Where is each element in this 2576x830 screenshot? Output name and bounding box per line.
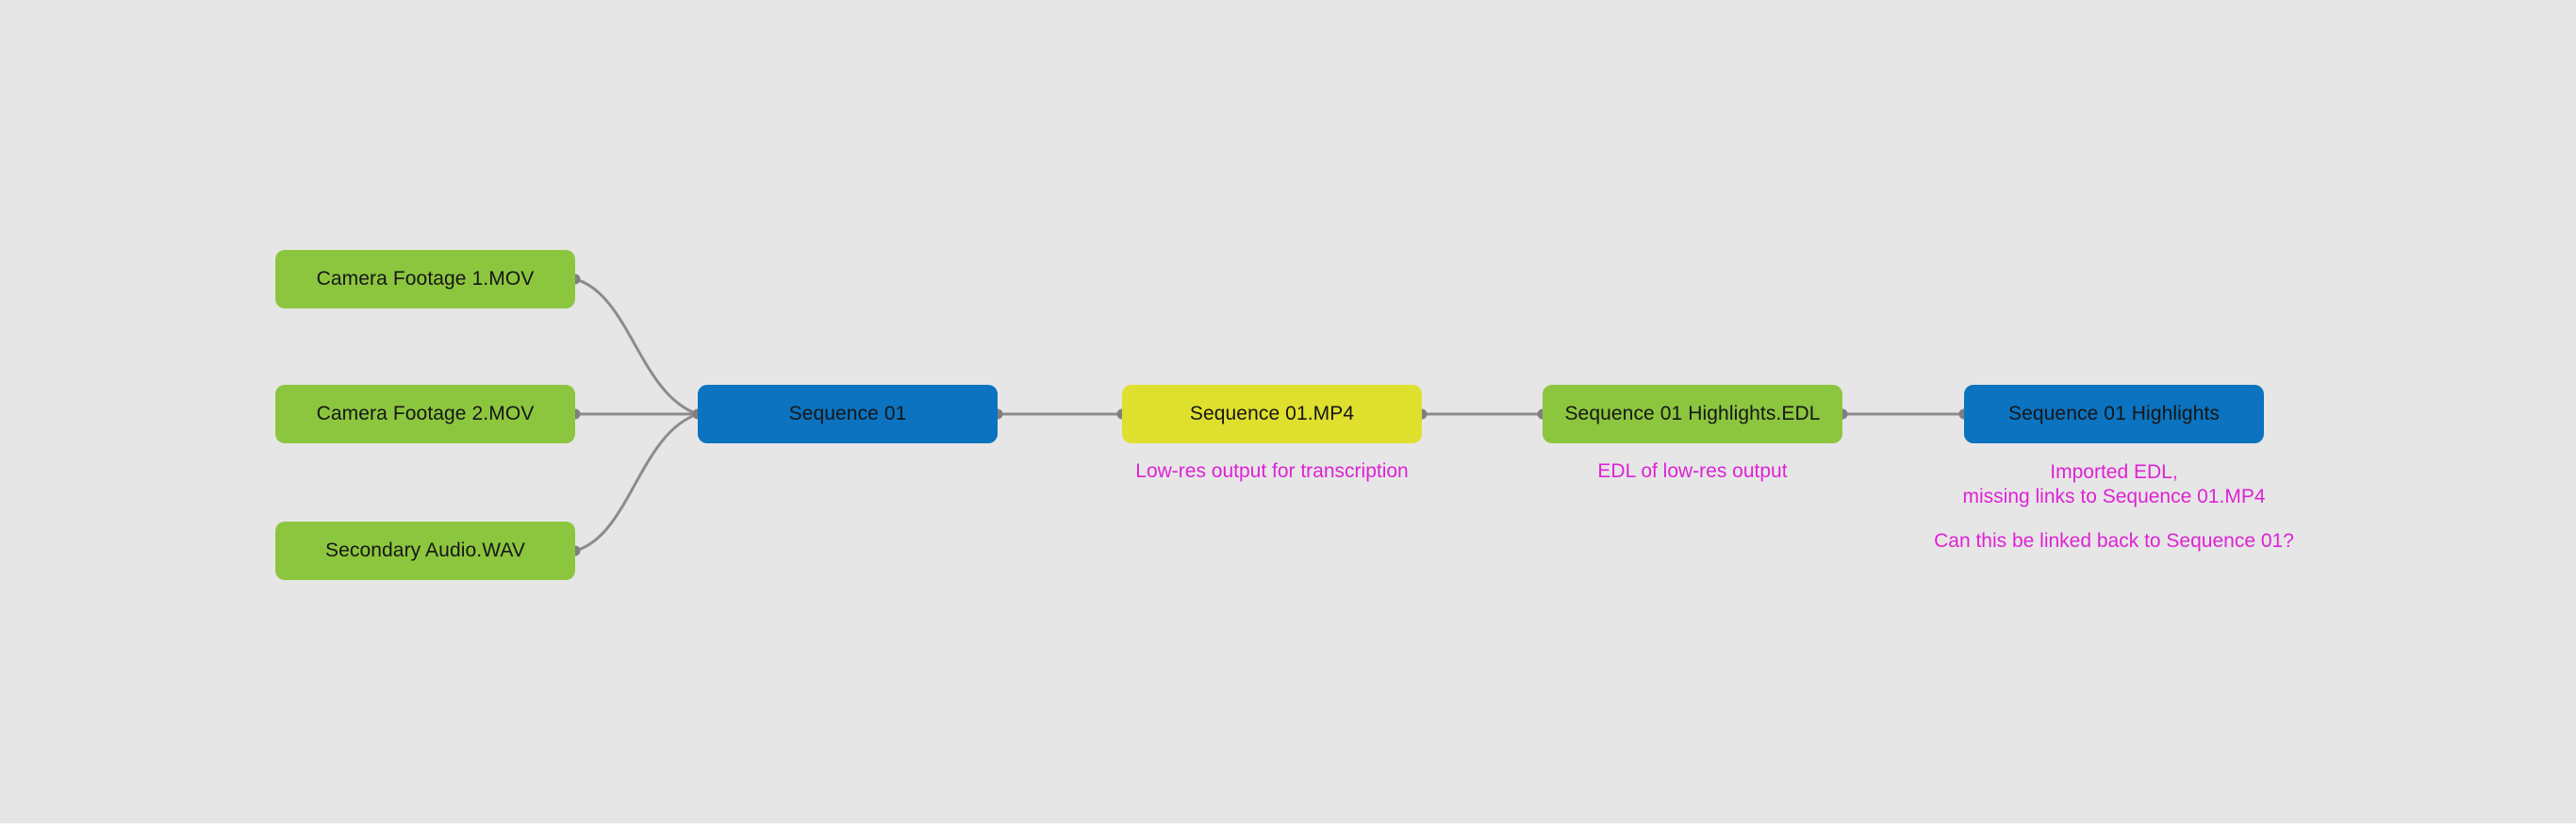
- edge-audio-to-sequence01: [574, 412, 699, 553]
- node-label: Camera Footage 1.MOV: [316, 268, 535, 290]
- node-label: Sequence 01: [788, 403, 907, 424]
- annotation-question: Can this be linked back to Sequence 01?: [1934, 530, 2294, 552]
- node-camera-footage-2-mov[interactable]: Camera Footage 2.MOV: [275, 385, 575, 443]
- node-sequence-01-highlights-edl[interactable]: Sequence 01 Highlights.EDL: [1543, 385, 1842, 443]
- bottom-strip: [0, 823, 2576, 830]
- annotation-highlights-note: Imported EDL, missing links to Sequence …: [1812, 460, 2416, 554]
- node-label: Sequence 01 Highlights.EDL: [1564, 403, 1821, 424]
- node-label: Camera Footage 2.MOV: [316, 403, 535, 424]
- annotation-line: Imported EDL,: [2050, 461, 2178, 483]
- node-sequence-01-mp4[interactable]: Sequence 01.MP4: [1122, 385, 1422, 443]
- node-camera-footage-1-mov[interactable]: Camera Footage 1.MOV: [275, 250, 575, 308]
- annotation-mp4-note: Low-res output for transcription: [1135, 460, 1409, 482]
- node-label: Secondary Audio.WAV: [324, 540, 525, 561]
- node-label: Sequence 01.MP4: [1189, 403, 1355, 424]
- annotation-line: missing links to Sequence 01.MP4: [1962, 486, 2266, 507]
- node-secondary-audio-wav[interactable]: Secondary Audio.WAV: [275, 522, 575, 580]
- node-sequence-01[interactable]: Sequence 01: [698, 385, 998, 443]
- annotation-edl-note: EDL of low-res output: [1597, 460, 1788, 482]
- edge-footage1-to-sequence01: [574, 277, 699, 416]
- node-sequence-01-highlights[interactable]: Sequence 01 Highlights: [1964, 385, 2264, 443]
- node-label: Sequence 01 Highlights: [2007, 403, 2221, 424]
